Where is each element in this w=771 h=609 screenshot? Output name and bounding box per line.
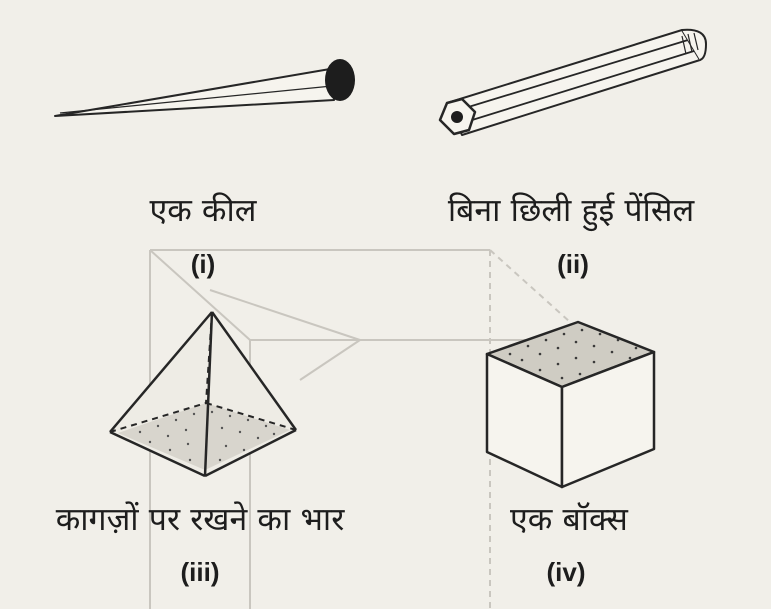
nail-drawing (54, 59, 355, 117)
pencil-lead (451, 111, 463, 123)
caption-box: एक बॉक्स (510, 500, 628, 538)
caption-pencil: बिना छिली हुई पेंसिल (447, 191, 695, 229)
label-i: (i) (190, 249, 216, 279)
nail-head (325, 59, 355, 101)
pencil-drawing (438, 28, 708, 136)
label-iii: (iii) (180, 557, 220, 587)
caption-nail: एक कील (149, 191, 257, 229)
box-side-face (560, 350, 656, 489)
box-drawing (485, 320, 656, 489)
label-ii: (ii) (557, 249, 589, 279)
caption-paperweight: कागज़ों पर रखने का भार (55, 500, 345, 538)
label-iv: (iv) (546, 557, 586, 587)
pyramid-drawing (109, 311, 298, 478)
